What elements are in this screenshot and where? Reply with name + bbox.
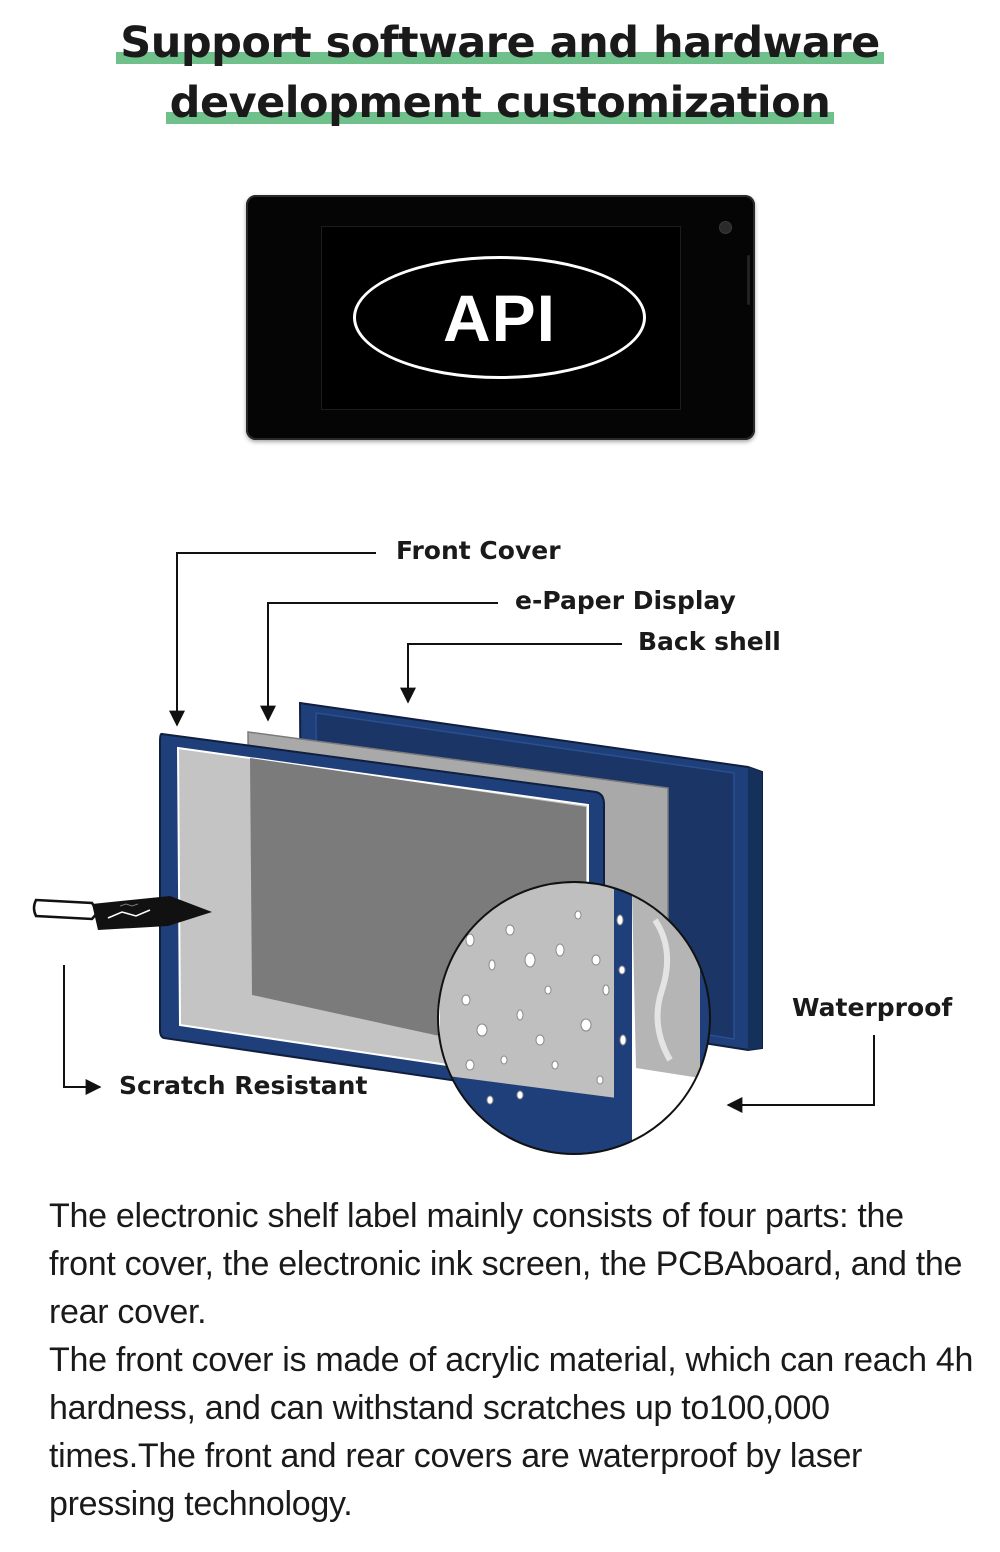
title-line-2: development customization bbox=[165, 74, 835, 132]
description-paragraph-1: The electronic shelf label mainly consis… bbox=[49, 1197, 963, 1331]
api-oval: API bbox=[353, 256, 646, 379]
description-paragraph-2: The front cover is made of acrylic mater… bbox=[49, 1341, 974, 1523]
label-waterproof: Waterproof bbox=[792, 993, 953, 1022]
esl-device: API bbox=[246, 195, 755, 440]
label-epaper-display: e-Paper Display bbox=[515, 586, 736, 615]
description: The electronic shelf label mainly consis… bbox=[49, 1192, 979, 1528]
label-scratch-resistant: Scratch Resistant bbox=[119, 1071, 368, 1100]
device-screen: API bbox=[322, 227, 680, 409]
waterproof-callout bbox=[726, 1035, 875, 1113]
api-text: API bbox=[442, 280, 557, 355]
page-title: Support software and hardware developmen… bbox=[0, 14, 1000, 134]
back-shell-callout bbox=[400, 643, 622, 704]
label-back-shell: Back shell bbox=[638, 627, 781, 656]
magnifier-circle bbox=[437, 881, 711, 1155]
front-cover-callout bbox=[169, 552, 376, 727]
epaper-callout bbox=[260, 602, 498, 722]
exploded-diagram: Front Cover e-Paper Display Back shell W… bbox=[0, 520, 1000, 1180]
title-line-1: Support software and hardware bbox=[116, 14, 884, 72]
label-front-cover: Front Cover bbox=[396, 536, 561, 565]
callout-lines bbox=[63, 552, 875, 1113]
exploded-diagram-svg bbox=[32, 552, 875, 1155]
indicator-light bbox=[720, 222, 731, 233]
stylus-icon bbox=[32, 896, 212, 930]
side-button bbox=[747, 255, 750, 305]
scratch-callout bbox=[63, 965, 102, 1095]
